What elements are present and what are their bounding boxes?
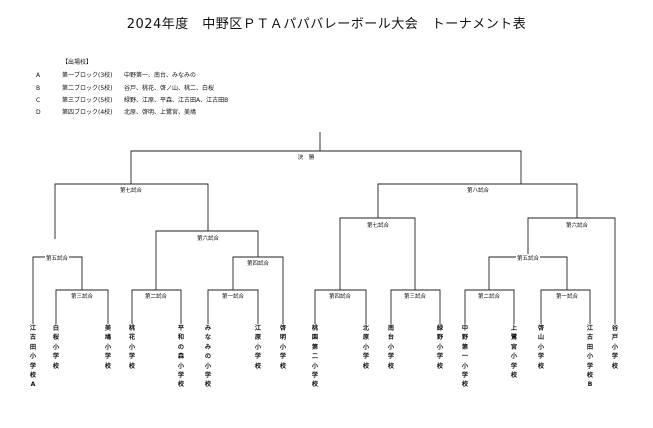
school-nakano-daiichi: 中野第一小学校 <box>461 325 469 389</box>
legend-block: 第三ブロック(5校) <box>62 97 113 104</box>
legend-key: D <box>36 109 41 116</box>
match-8: 第八試合 <box>465 186 491 194</box>
legend-row-b: B 第二ブロック(5校) 谷戸、桃花、啓ノ山、桃二、白桜 <box>36 83 214 92</box>
school-mihato: 美鳩小学校 <box>104 325 112 370</box>
legend-key: A <box>36 72 41 79</box>
match-3-right: 第三試合 <box>402 292 428 300</box>
school-midorino: 緑野小学校 <box>436 325 444 370</box>
legend-schools: 緑野、江原、平森、江古田A、江古田B <box>124 97 229 104</box>
page-title: 2024年度 中野区ＰＴＡパパバレーボール大会 トーナメント表 <box>126 17 527 32</box>
school-keimei: 啓明小学校 <box>279 325 287 370</box>
school-ehara: 江原小学校 <box>254 325 262 370</box>
match-5-right: 第五試合 <box>515 254 541 262</box>
school-kitahara: 北原小学校 <box>362 325 370 370</box>
match-4-right: 第四試合 <box>327 292 353 300</box>
legend-schools: 北原、啓明、上鷺宮、美鳩 <box>124 109 197 116</box>
legend-schools: 谷戸、桃花、啓ノ山、桃二、白桜 <box>124 85 215 92</box>
match-6-left: 第六試合 <box>195 234 221 242</box>
match-6-right: 第六試合 <box>564 221 590 229</box>
match-1-right: 第一試合 <box>554 292 580 300</box>
match-2-left: 第二試合 <box>143 292 169 300</box>
legend-block: 第二ブロック(5校) <box>62 85 113 92</box>
legend-key: B <box>36 85 41 92</box>
match-3-left: 第三試合 <box>69 292 95 300</box>
school-momozono-daini: 桃園第二小学校 <box>311 325 319 389</box>
school-yato: 谷戸小学校 <box>611 325 619 370</box>
school-kamisaginomiya: 上鷺宮小学校 <box>510 325 518 380</box>
match-final: 決 勝 <box>296 153 316 161</box>
match-4-left: 第四試合 <box>245 259 271 267</box>
match-7-right: 第七試合 <box>365 221 391 229</box>
school-egota-b: 江古田小学校B <box>586 325 594 389</box>
legend-block: 第四ブロック(4校) <box>62 109 113 116</box>
legend-row-d: D 第四ブロック(4校) 北原、啓明、上鷺宮、美鳩 <box>36 107 196 116</box>
legend-key: C <box>36 97 41 104</box>
match-1-left: 第一試合 <box>220 292 246 300</box>
legend-row-c: C 第三ブロック(5校) 緑野、江原、平森、江古田A、江古田B <box>36 95 228 104</box>
match-5-left: 第五試合 <box>44 254 70 262</box>
school-toka: 桃花小学校 <box>128 325 136 370</box>
match-7-left: 第七試合 <box>118 186 144 194</box>
match-2-right: 第二試合 <box>476 292 502 300</box>
school-minamidai: 南台小学校 <box>387 325 395 370</box>
legend-schools: 中野第一、南台、みなみの <box>124 72 197 79</box>
school-heiwanomori: 平和の森小学校 <box>177 325 185 389</box>
legend-header: 【出場校】 <box>62 59 93 66</box>
legend-row-a: A 第一ブロック(3校) 中野第一、南台、みなみの <box>36 70 196 79</box>
school-keizan: 啓山小学校 <box>537 325 545 370</box>
school-egota-a: 江古田小学校A <box>29 325 37 389</box>
legend-block: 第一ブロック(3校) <box>62 72 113 79</box>
school-hakuou: 白桜小学校 <box>52 325 60 370</box>
school-minamino: みなみの小学校 <box>204 325 212 389</box>
